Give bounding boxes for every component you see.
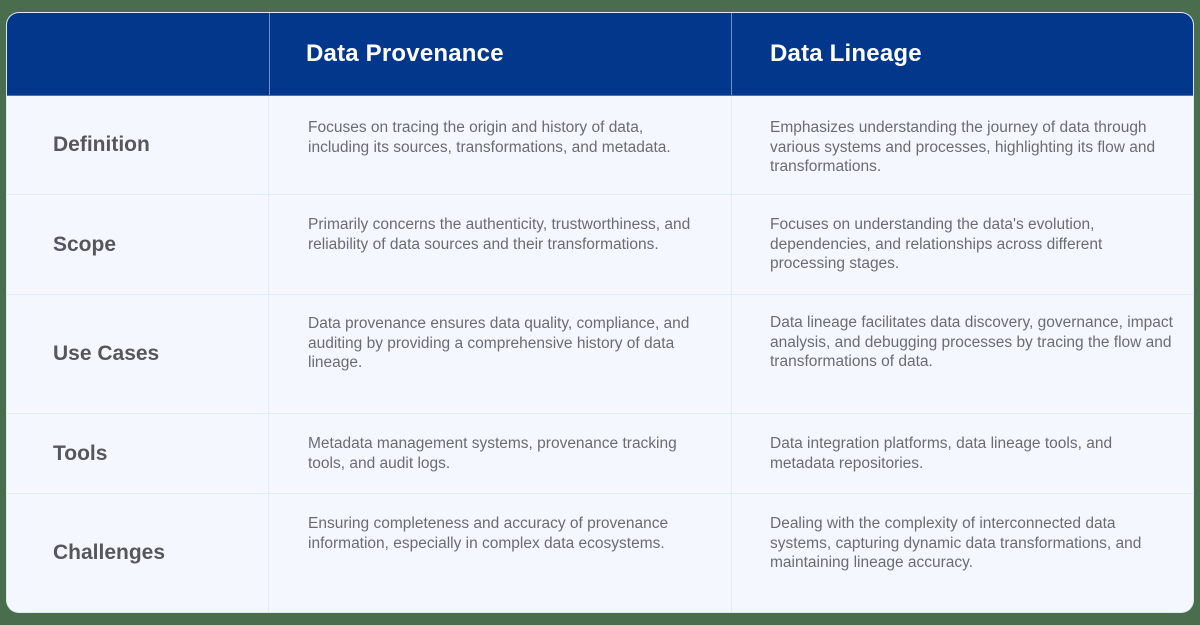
table-row-challenges: Challenges Ensuring completeness and acc… [7, 494, 1193, 612]
comparison-table: Data Provenance Data Lineage Definition … [7, 13, 1193, 612]
row-label: Tools [53, 441, 108, 465]
lineage-cell: Emphasizes understanding the journey of … [731, 96, 1193, 194]
row-label: Use Cases [53, 342, 160, 365]
table-row-tools: Tools Metadata management systems, prove… [7, 414, 1193, 494]
lineage-cell: Data integration platforms, data lineage… [731, 414, 1193, 493]
lineage-cell: Data lineage facilitates data discovery,… [731, 295, 1193, 413]
table-row-scope: Scope Primarily concerns the authenticit… [7, 195, 1193, 295]
provenance-cell: Ensuring completeness and accuracy of pr… [268, 494, 731, 612]
lineage-cell: Dealing with the complexity of interconn… [731, 494, 1193, 612]
row-label: Scope [53, 232, 117, 256]
header-data-lineage: Data Lineage [731, 13, 1193, 95]
table-row-use-cases: Use Cases Data provenance ensures data q… [7, 295, 1193, 414]
header-empty-cell [7, 13, 268, 95]
provenance-cell: Primarily concerns the authenticity, tru… [268, 195, 731, 294]
table-header: Data Provenance Data Lineage [7, 13, 1193, 96]
table-row-definition: Definition Focuses on tracing the origin… [7, 96, 1193, 195]
provenance-cell: Data provenance ensures data quality, co… [268, 295, 731, 413]
provenance-cell: Metadata management systems, provenance … [268, 414, 731, 493]
row-label: Challenges [53, 541, 166, 564]
header-data-provenance: Data Provenance [269, 13, 731, 95]
provenance-cell: Focuses on tracing the origin and histor… [268, 96, 731, 194]
row-label: Definition [53, 133, 150, 156]
lineage-cell: Focuses on understanding the data's evol… [731, 195, 1193, 294]
